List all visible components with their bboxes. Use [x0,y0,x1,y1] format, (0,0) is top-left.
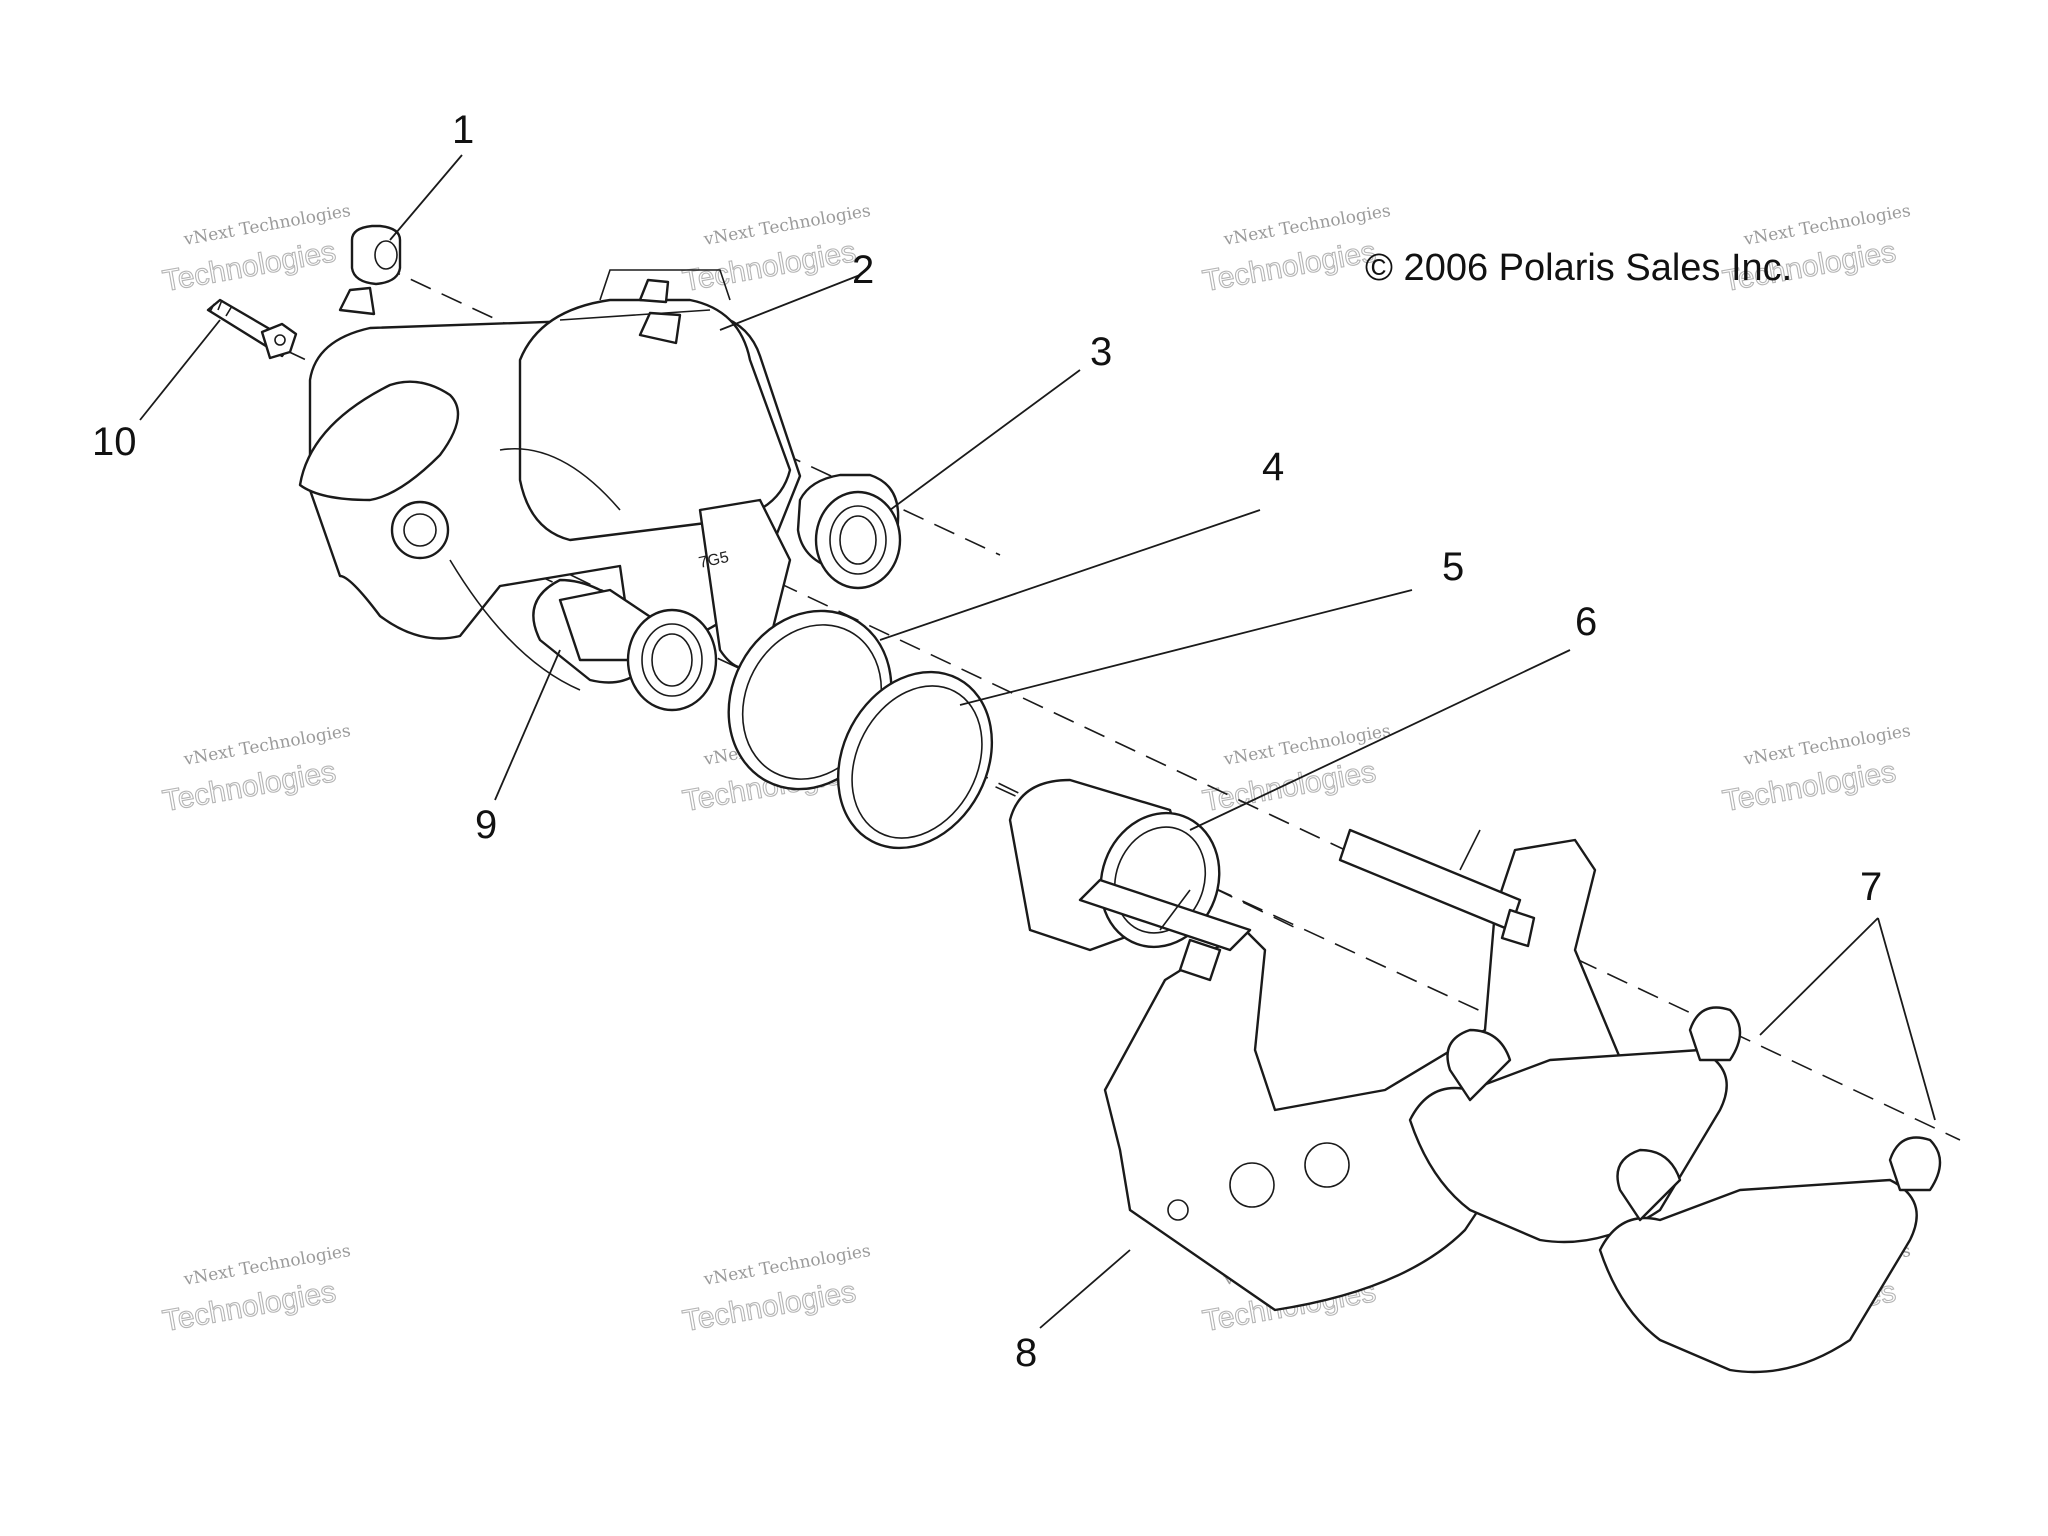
leader-8 [1039,1249,1131,1329]
callout-2: 2 [852,248,874,292]
bleeder-screw-part [206,298,298,360]
mounting-bracket-part [1078,828,1627,1312]
watermark: vNext Technologies Technologies [680,201,873,299]
callout-10: 10 [92,420,137,464]
leader-4 [879,509,1261,641]
watermark: vNext Technologies Technologies [160,721,353,819]
callout-8: 8 [1015,1331,1037,1375]
leader-3 [889,369,1081,511]
leader-9 [494,649,561,801]
copyright-text: © 2006 Polaris Sales Inc. [1365,247,1792,289]
leader-6 [1189,649,1571,831]
callout-9: 9 [475,803,497,847]
piston-boot-part [796,473,902,590]
leader-7b [1877,917,1936,1121]
callout-3: 3 [1090,330,1112,374]
watermark: vNext Technologies Technologies [160,201,353,299]
callout-1: 1 [452,108,474,152]
leader-1 [389,154,463,241]
callout-7: 7 [1860,865,1882,909]
watermark: vNext Technologies Technologies [1200,201,1393,299]
callout-4: 4 [1262,445,1284,489]
seal-ring-inner-part [836,670,994,850]
leader-lines [139,154,1936,1329]
copyright-notice: © 2006 Polaris Sales Inc. [1365,247,1792,289]
callout-6: 6 [1575,600,1597,644]
caliper-body-part: 7G5 [298,269,802,691]
leader-7a [1759,917,1879,1036]
leader-2 [719,274,861,331]
brake-pads-part [1408,1006,1942,1374]
bleeder-cap-part [350,224,402,286]
part-stamp: 7G5 [697,549,730,572]
callout-5: 5 [1442,545,1464,589]
caliper-seal-part [532,578,718,712]
watermark: vNext Technologies Technologies [160,1241,353,1339]
leader-5 [959,589,1413,706]
watermark: vNext Technologies Technologies [1720,721,1913,819]
callouts: 1 2 3 4 5 6 7 8 9 10 [92,108,1882,1375]
watermark: vNext Technologies Technologies [680,1241,873,1339]
watermark: vNext Technologies Technologies [1200,721,1393,819]
leader-10 [139,319,221,421]
